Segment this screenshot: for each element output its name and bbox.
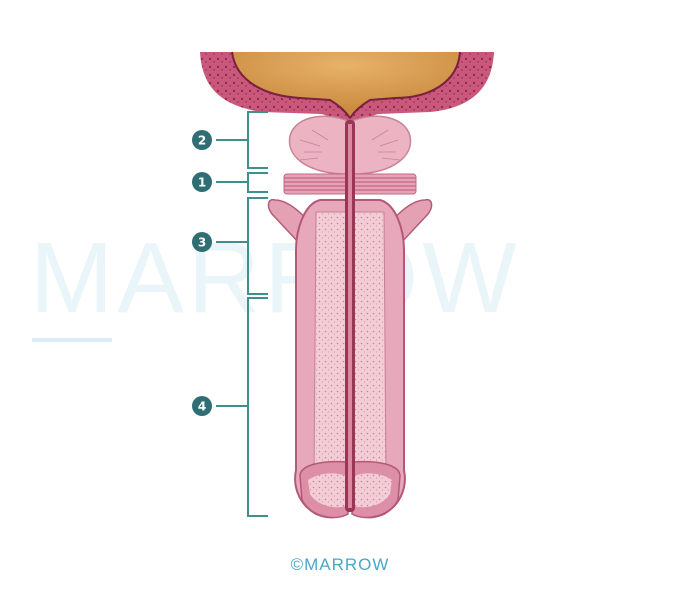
bladder: [200, 51, 494, 128]
label-3-marker: 3: [192, 232, 212, 252]
glans: [299, 460, 401, 519]
prostate: [288, 115, 412, 175]
watermark-text: MARROW: [30, 222, 521, 334]
label-1-text: 1: [198, 176, 206, 190]
copyright-text: ©MARROW: [290, 555, 390, 574]
urethra: [345, 120, 355, 512]
brackets: [216, 111, 268, 517]
label-2-marker: 2: [192, 130, 212, 150]
bracket-4: [216, 297, 268, 517]
bracket-1: [216, 172, 268, 193]
bracket-2: [216, 111, 268, 169]
label-1-marker: 1: [192, 172, 212, 192]
label-3-text: 3: [198, 236, 206, 250]
watermark-underline: [32, 338, 112, 342]
label-4-text: 4: [198, 400, 206, 414]
label-4-marker: 4: [192, 396, 212, 416]
label-2-text: 2: [198, 134, 206, 148]
bracket-3: [216, 197, 268, 295]
